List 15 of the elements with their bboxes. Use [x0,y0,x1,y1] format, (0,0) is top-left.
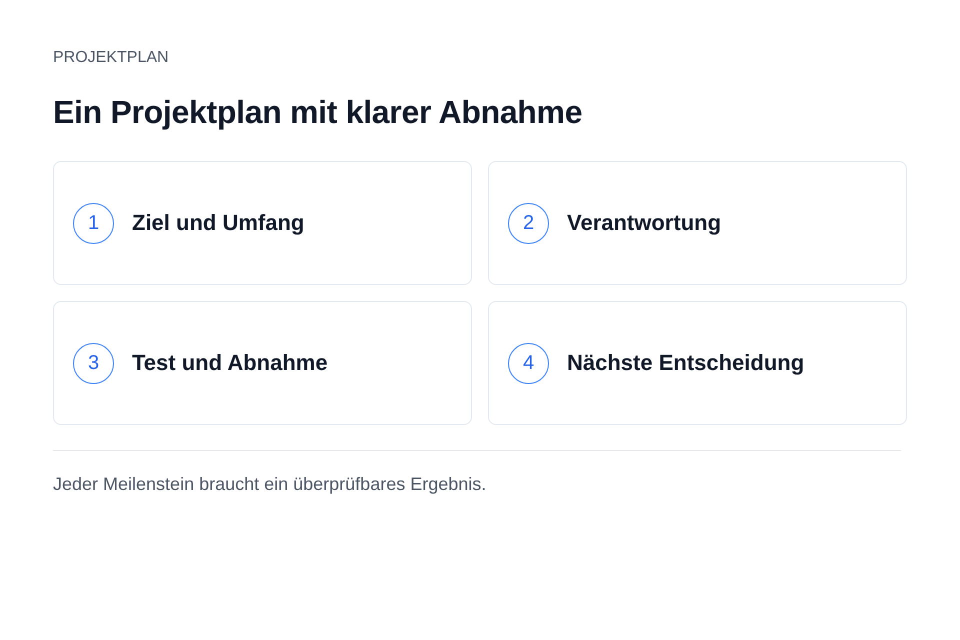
step-title: Nächste Entscheidung [567,349,804,377]
step-number-circle: 1 [73,202,114,244]
step-number-circle: 3 [73,342,114,384]
step-card [53,161,472,285]
step-number-circle: 2 [508,202,549,244]
page-title: Ein Projektplan mit klarer Abnahme [53,93,582,132]
step-title: Test und Abnahme [132,349,328,377]
step-card [488,301,907,425]
step-card [53,301,472,425]
caption: Jeder Meilenstein braucht ein überprüfbares Ergebnis. [53,473,486,495]
step-title: Ziel und Umfang [132,209,304,237]
breadcrumb: PROJEKTPLAN [53,48,169,68]
step-card [488,161,907,285]
step-number-circle: 4 [508,342,549,384]
step-title: Verantwortung [567,209,722,237]
